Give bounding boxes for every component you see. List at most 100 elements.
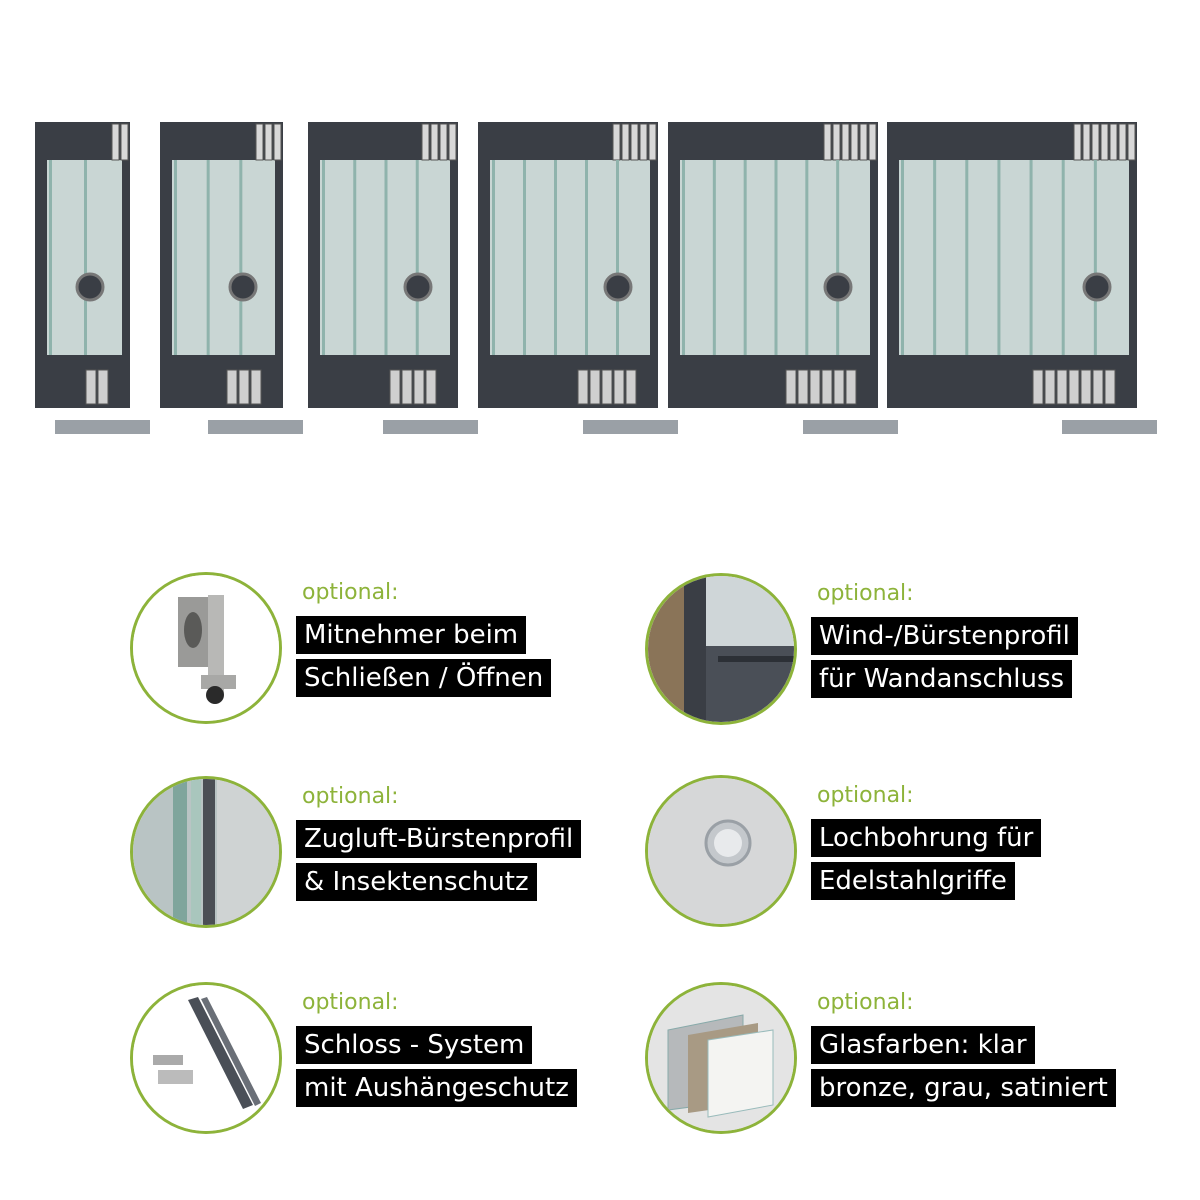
roller — [1044, 369, 1056, 405]
feature-brush-profile: optional: Zugluft-Bürstenprofil & Insekt… — [130, 776, 610, 946]
track-profile — [621, 123, 630, 161]
glass-edge — [492, 160, 495, 355]
glass-edge — [805, 160, 809, 355]
feature-title-line1: Glasfarben: klar — [811, 1026, 1035, 1064]
glass-edge — [554, 160, 557, 355]
track-profile — [448, 123, 457, 161]
roller — [785, 369, 797, 405]
glass-edge — [1029, 160, 1033, 355]
track-profile — [120, 123, 129, 161]
feature-title-line2: bronze, grau, satiniert — [811, 1069, 1116, 1107]
roller — [401, 369, 413, 405]
glass-edge — [965, 160, 969, 355]
glass-edge — [415, 160, 419, 355]
feature-title-line2: Schließen / Öffnen — [296, 659, 552, 697]
optional-label: optional: — [302, 580, 399, 605]
glass-edge — [743, 160, 747, 355]
optional-label: optional: — [302, 990, 399, 1015]
track-profile — [1100, 123, 1109, 161]
track-profile — [859, 123, 868, 161]
roller — [845, 369, 857, 405]
track-profile — [264, 123, 273, 161]
glass-edge — [174, 160, 177, 355]
glass-edge — [616, 160, 619, 355]
glass-edge — [997, 160, 1001, 355]
track-profile — [273, 123, 282, 161]
bottom-rail — [55, 420, 150, 434]
track-profile — [1118, 123, 1127, 161]
sliding-door-variants — [35, 122, 1157, 434]
roller — [1092, 369, 1104, 405]
optional-label: optional: — [817, 581, 914, 606]
feature-lock-system: optional: Schloss - System mit Aushänges… — [130, 982, 610, 1152]
bottom-rail — [208, 420, 303, 434]
roller — [1068, 369, 1080, 405]
roller — [413, 369, 425, 405]
roller — [589, 369, 601, 405]
feature-wall-profile: optional: Wind-/Bürstenprofil für Wandan… — [645, 573, 1125, 743]
handle-icon — [75, 272, 105, 302]
feature-carrier: optional: Mitnehmer beim Schließen / Öff… — [130, 572, 610, 742]
track-profile — [421, 123, 430, 161]
track-profile — [1082, 123, 1091, 161]
glass-panels — [899, 160, 1129, 355]
track-profile — [430, 123, 439, 161]
feature-glass-hole: optional: Lochbohrung für Edelstahlgriff… — [645, 775, 1125, 945]
roller — [1104, 369, 1116, 405]
glass-edge — [585, 160, 588, 355]
roller — [425, 369, 437, 405]
glass-edge — [1061, 160, 1065, 355]
track-profile — [1127, 123, 1136, 161]
feature-title-line1: Lochbohrung für — [811, 819, 1042, 857]
optional-label: optional: — [817, 990, 914, 1015]
glass-edge — [353, 160, 357, 355]
track-profile — [868, 123, 877, 161]
roller — [97, 369, 109, 405]
carrier-icon — [130, 572, 282, 724]
roller — [226, 369, 238, 405]
roller — [833, 369, 845, 405]
track-profile — [255, 123, 264, 161]
door-variant-2-panels — [35, 122, 150, 434]
roller — [809, 369, 821, 405]
handle-icon — [403, 272, 433, 302]
door-variant-7-panels — [887, 122, 1157, 434]
glass-edge — [49, 160, 52, 355]
track-profile — [1073, 123, 1082, 161]
roller — [613, 369, 625, 405]
bottom-rail — [803, 420, 898, 434]
feature-title-line2: für Wandanschluss — [811, 660, 1073, 698]
glass-edge — [933, 160, 937, 355]
glass-edge — [774, 160, 778, 355]
glass-edge — [84, 160, 87, 355]
feature-title-line1: Schloss - System — [296, 1026, 533, 1064]
roller — [389, 369, 401, 405]
glass-edge — [206, 160, 210, 355]
glass-edge — [1093, 160, 1097, 355]
glass-edge — [682, 160, 685, 355]
glass-edge — [239, 160, 243, 355]
handle-icon — [823, 272, 853, 302]
track-profile — [850, 123, 859, 161]
door-variant-5-panels — [478, 122, 678, 434]
roller — [250, 369, 262, 405]
roller — [797, 369, 809, 405]
glass-edge — [712, 160, 716, 355]
bottom-rail — [1062, 420, 1157, 434]
track-profile — [1091, 123, 1100, 161]
door-variant-6-panels — [668, 122, 898, 434]
track-profile — [111, 123, 120, 161]
glass-edge — [523, 160, 526, 355]
track-profile — [612, 123, 621, 161]
feature-title-line2: mit Aushängeschutz — [296, 1069, 577, 1107]
track-profile — [648, 123, 657, 161]
roller — [85, 369, 97, 405]
glass-hole-icon — [645, 775, 797, 927]
optional-label: optional: — [302, 784, 399, 809]
glass-panels — [172, 160, 275, 355]
handle-icon — [603, 272, 633, 302]
handle-icon — [1082, 272, 1112, 302]
handle-icon — [228, 272, 258, 302]
lock-system-icon — [130, 982, 282, 1134]
feature-title-line1: Zugluft-Bürstenprofil — [296, 820, 582, 858]
